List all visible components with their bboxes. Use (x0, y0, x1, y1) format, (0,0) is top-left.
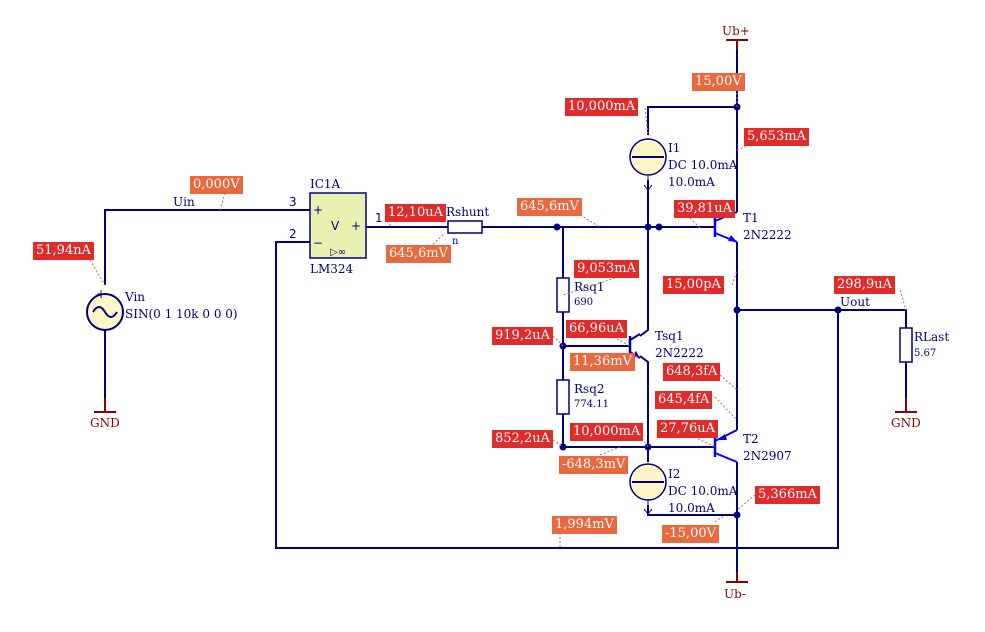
probe-rshunt-voltage: 645,6mV (517, 198, 582, 216)
wire-i1-top (647, 106, 737, 135)
probe-i2-current: 10,000mA (570, 423, 644, 441)
wire-tsq1-emitter (639, 355, 649, 447)
ground-symbol-rlast (895, 398, 917, 413)
ground-symbol-vin (94, 398, 116, 413)
junction-dot (655, 223, 663, 231)
i1-value2: 10.0mA (668, 175, 715, 189)
opamp-ic1a[interactable] (300, 192, 372, 259)
current-source-i1[interactable] (629, 138, 667, 191)
junction-dot (553, 223, 561, 231)
rail-label-ubminus: Ub- (724, 587, 746, 601)
rsq1-name: Rsq1 (574, 280, 605, 294)
vin-plus-sign: + (96, 287, 106, 301)
probe-leaders (89, 85, 907, 548)
rsq1-value: 690 (574, 297, 593, 308)
probe-vin-current: 51,94nA (33, 242, 94, 260)
vin-value: SIN(0 1 10k 0 0 0) (125, 307, 238, 321)
rail-symbol-ubminus (726, 572, 748, 583)
resistor-rsq2[interactable] (556, 379, 570, 415)
probe-t1-collector-current: 5,653mA (744, 128, 809, 146)
i2-value2: 10.0mA (668, 501, 715, 515)
probe-opamp-out-current: 12,10uA (385, 204, 446, 222)
wire-uin (104, 209, 300, 285)
opamp-plus-label: + (313, 203, 323, 217)
wire-uout (737, 309, 907, 328)
probe-t2-emitter-current-a: 648,3fA (663, 363, 721, 381)
tsq1-name: Tsq1 (655, 329, 684, 343)
net-label-uout: Uout (840, 295, 870, 309)
junction-dot (559, 342, 567, 350)
opamp-minus-label: − (313, 236, 323, 250)
probe-t2-base-current: 27,76uA (657, 420, 718, 438)
resistor-rshunt[interactable] (447, 220, 483, 234)
opamp-body-label: V (331, 219, 340, 233)
junction-dot (644, 223, 652, 231)
probe-feedback-voltage: 1,994mV (552, 516, 617, 534)
i2-name: I2 (668, 467, 680, 481)
probe-rsq1-current: 9,053mA (574, 260, 639, 278)
probe-opamp-out-voltage: 645,6mV (386, 245, 451, 263)
probe-t1-emitter-current: 15,00pA (663, 276, 724, 294)
junction-dot (733, 511, 741, 519)
junction-dot (733, 306, 741, 314)
probe-rsq1-node-current: 919,2uA (492, 327, 553, 345)
rlast-value: 5.67 (914, 348, 936, 359)
probe-ubminus-voltage: -15,00V (662, 525, 719, 543)
probe-i1-current: 10,000mA (565, 98, 639, 116)
rshunt-pin: n (452, 236, 459, 247)
opamp-part: LM324 (310, 262, 354, 276)
opamp-name: IC1A (310, 177, 341, 191)
wire-tsq1-collector (639, 227, 649, 337)
t2-part: 2N2907 (743, 449, 792, 463)
probe-tsq1-base-current: 66,96uA (566, 320, 627, 338)
wire-feedback (275, 241, 839, 549)
t2-name: T2 (743, 432, 759, 446)
rshunt-name: Rshunt (446, 205, 489, 219)
vin-name: Vin (124, 290, 145, 304)
probe-bottom-node-voltage: -648,3mV (559, 456, 629, 474)
opamp-pin2: 2 (289, 227, 297, 241)
i2-value: DC 10.0mA (668, 484, 738, 498)
opamp-pin1: 1 (375, 211, 383, 225)
t1-name: T1 (743, 211, 759, 225)
probe-t2-collector-current: 5,366mA (755, 486, 820, 504)
vin-source[interactable]: + (86, 287, 124, 331)
i1-name: I1 (668, 141, 680, 155)
tsq1-part: 2N2222 (655, 346, 704, 360)
probe-rlast-current: 298,9uA (834, 276, 895, 294)
rsq2-value: 774.11 (574, 399, 609, 410)
current-source-i2[interactable] (629, 463, 667, 515)
i1-value: DC 10.0mA (668, 158, 738, 172)
gnd-label-rlast: GND (891, 416, 921, 430)
rail-label-ubplus: Ub+ (722, 24, 750, 38)
probe-uin-voltage: 0,000V (190, 176, 243, 194)
opamp-oo-icon: ▷∞ (330, 247, 346, 258)
opamp-pin3: 3 (289, 195, 297, 209)
rail-symbol-ubplus (726, 39, 748, 50)
junction-dot (834, 306, 842, 314)
resistor-rlast[interactable] (899, 327, 913, 363)
probe-tsq1-emitter-voltage: 11,36mV (570, 353, 635, 371)
probe-ubplus-voltage: 15,00V (692, 73, 745, 91)
gnd-label-vin: GND (90, 416, 120, 430)
probe-t2-emitter-current-b: 645,4fA (655, 391, 713, 409)
probe-rsq2-node-current: 852,2uA (492, 430, 553, 448)
t1-part: 2N2222 (743, 228, 792, 242)
opamp-out-plus: + (351, 219, 361, 233)
resistor-rsq1[interactable] (556, 277, 570, 313)
transistor-t2[interactable] (713, 429, 738, 463)
net-label-uin: Uin (173, 195, 195, 209)
rsq2-name: Rsq2 (574, 382, 605, 396)
probe-t1-base-current: 39,81uA (674, 200, 735, 218)
rlast-name: RLast (914, 330, 949, 344)
junction-dot (644, 443, 652, 451)
